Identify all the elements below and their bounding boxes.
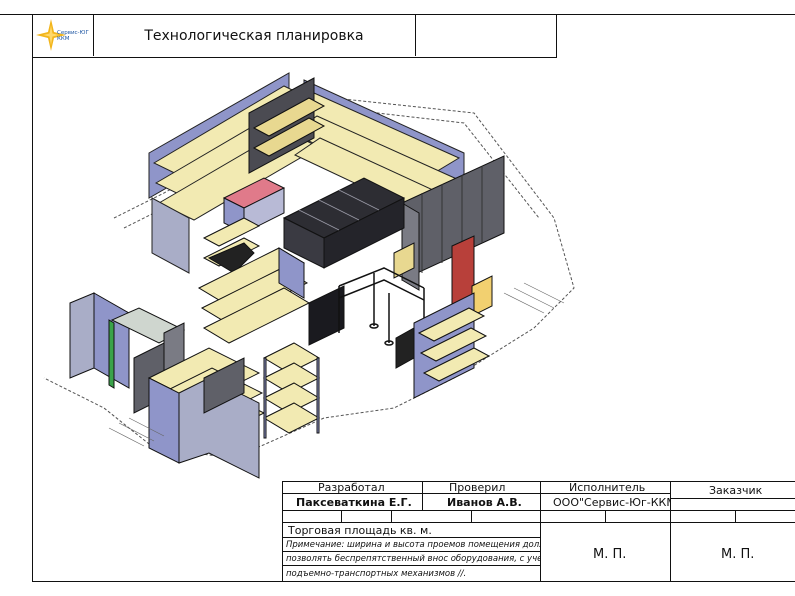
drawing-title: Технологическая планировка <box>93 15 416 56</box>
star-logo-icon <box>36 19 66 51</box>
logo-line-2: ККМ <box>57 36 70 42</box>
tall-cabinets <box>393 155 505 317</box>
company-logo: Сервис-ЮГ ККМ <box>33 15 94 56</box>
area-cell: Торговая площадь кв. м. <box>282 523 541 538</box>
empty-cell-8 <box>736 511 795 523</box>
developed-label-cell: Разработал <box>282 481 423 494</box>
executor-name-cell: ООО"Сервис-Юг-ККМ" <box>541 494 671 511</box>
title-header: Сервис-ЮГ ККМ Технологическая планировка <box>32 14 557 58</box>
note-line-3: подъемно-транспортных механизмов //. <box>286 569 467 579</box>
store-layout-drawing <box>43 72 575 479</box>
empty-cell-6 <box>606 511 671 523</box>
logo-text: Сервис-ЮГ ККМ <box>57 30 89 42</box>
front-middle-shelving <box>262 342 321 439</box>
header-empty-cell <box>415 15 555 56</box>
empty-cell-5 <box>541 511 606 523</box>
executor-label-cell: Исполнитель <box>541 481 671 494</box>
checked-name-cell: Иванов А.В. <box>423 494 541 511</box>
title-block: Разработал Проверил Исполнитель Заказчик… <box>282 481 795 582</box>
note-line-1-cell: Примечание: ширина и высота проемов поме… <box>282 538 541 552</box>
central-display <box>248 77 326 174</box>
display-cabinets <box>202 177 286 274</box>
note-line-2-cell: позволять беспрепятственный внос оборудо… <box>282 552 541 566</box>
developed-name: Паксеваткина Е.Г. <box>296 496 412 509</box>
note-line-3-cell: подъемно-транспортных механизмов //. <box>282 566 541 582</box>
customer-name-cell <box>671 499 795 511</box>
executor-name: ООО"Сервис-Юг-ККМ" <box>553 496 671 509</box>
right-lower-shelving <box>395 292 491 399</box>
customer-mp: М. П. <box>721 547 755 562</box>
executor-mp: М. П. <box>593 547 627 562</box>
customer-stamp-cell: М. П. <box>671 523 795 582</box>
floor-tiles <box>108 282 565 447</box>
customer-label-cell: Заказчик <box>671 481 795 499</box>
island-gondola <box>282 177 406 269</box>
corner-shelving-front <box>147 347 266 479</box>
checked-label: Проверил <box>449 481 506 494</box>
empty-cell-3 <box>392 511 472 523</box>
shelving-wall-right <box>287 79 465 219</box>
note-line-1: Примечание: ширина и высота проемов поме… <box>286 540 541 550</box>
checked-label-cell: Проверил <box>423 481 541 494</box>
empty-cell-7 <box>671 511 736 523</box>
customer-label: Заказчик <box>709 484 763 497</box>
empty-cell-2 <box>342 511 392 523</box>
area-label: Торговая площадь кв. м. <box>288 524 432 537</box>
developed-name-cell: Паксеваткина Е.Г. <box>282 494 423 511</box>
developed-label: Разработал <box>318 481 385 494</box>
middle-shelving <box>197 247 345 346</box>
executor-label: Исполнитель <box>569 481 646 494</box>
note-line-2: позволять беспрепятственный внос оборудо… <box>286 554 541 564</box>
checked-name: Иванов А.В. <box>447 496 522 509</box>
empty-cell-4 <box>472 511 541 523</box>
empty-cell-1 <box>282 511 342 523</box>
executor-stamp-cell: М. П. <box>541 523 671 582</box>
logo-line-1: Сервис-ЮГ <box>57 30 89 36</box>
